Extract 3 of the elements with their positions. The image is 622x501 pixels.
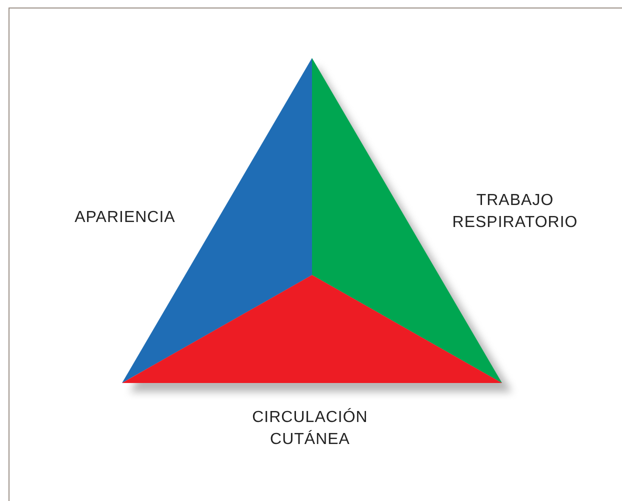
segment-label: TRABAJO RESPIRATORIO [451, 191, 579, 233]
segment-label: APARIENCIA [74, 208, 176, 228]
segment-label: CIRCULACIÓN CUTÁNEA [251, 407, 369, 450]
